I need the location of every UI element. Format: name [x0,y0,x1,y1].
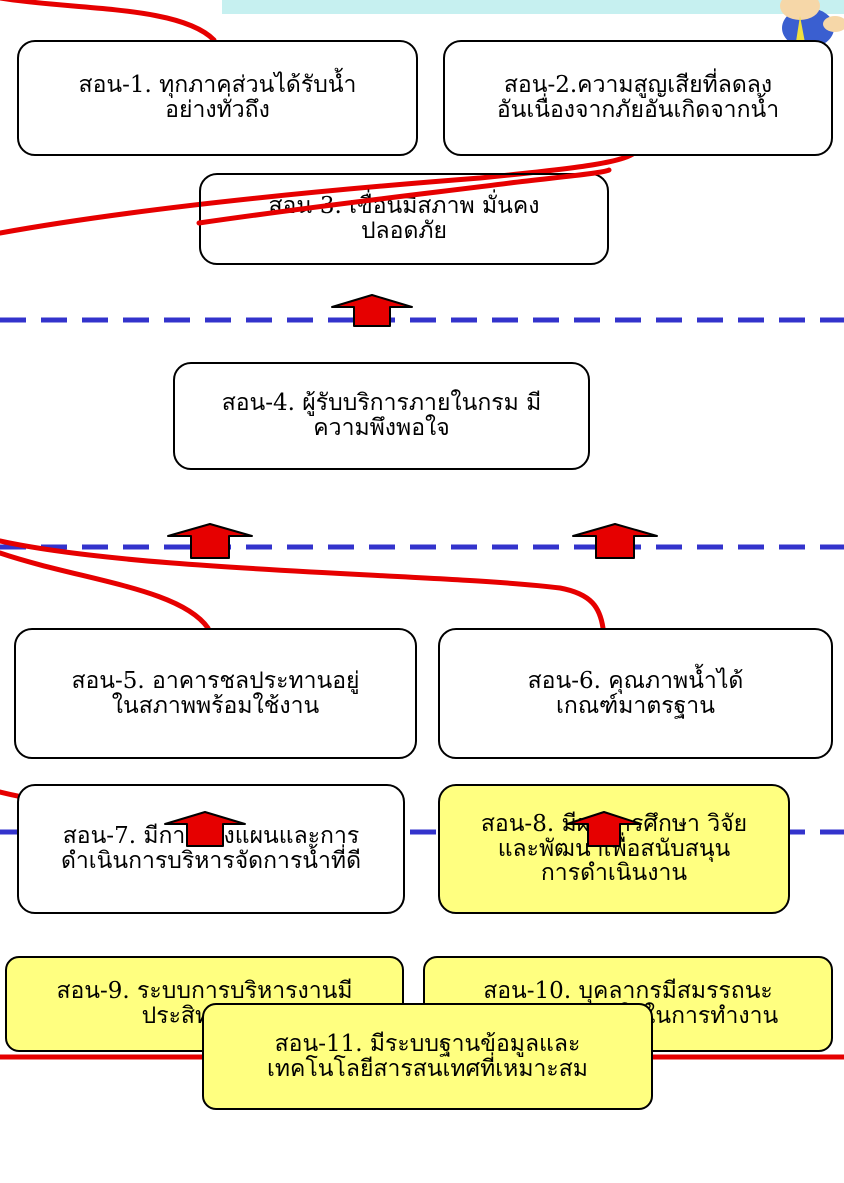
objective-o11-line1: สอน-11. มีระบบฐานข้อมูลและ [274,1030,581,1057]
objective-o7-line1: สอน-7. มีการวางแผนและการ [62,823,360,850]
top-banner [222,0,844,14]
objective-o8-line1: สอน-8. มีผลการศึกษา วิจัย [480,810,748,837]
objective-box-o11: สอน-11. มีระบบฐานข้อมูลและเทคโนโลยีสารสน… [202,1003,653,1110]
objective-box-o5: สอน-5. อาคารชลประทานอยู่ในสภาพพร้อมใช้งา… [14,628,417,759]
objective-o4-line1: สอน-4. ผู้รับบริการภายในกรม มี [221,390,542,417]
objective-o1-line2: อย่างทั่วถึง [165,97,270,123]
objective-box-o7: สอน-7. มีการวางแผนและการดำเนินการบริหารจ… [17,784,405,914]
flow-line-to-o6 [0,538,606,631]
objective-o11-line2: เทคโนโลยีสารสนเทศที่เหมาะสม [267,1055,588,1082]
objective-box-o8: สอน-8. มีผลการศึกษา วิจัยและพัฒนาเพื่อสน… [438,784,790,914]
objective-o6-line2: เกณฑ์มาตรฐาน [556,692,715,719]
objective-o6-line1: สอน-6. คุณภาพน้ำได้ [527,667,744,694]
objective-o10-line1: สอน-10. บุคลากรมีสมรรถนะ [483,978,773,1005]
objective-o2-line2: อันเนื่องจากภัยอันเกิดจากน้ำ [496,97,780,123]
objective-o1-line1: สอน-1. ทุกภาคส่วนได้รับน้ำ [78,72,357,99]
objective-box-o3: สอน-3. เขื่อนมีสภาพ มั่นคงปลอดภัย [199,173,609,265]
objective-box-o4: สอน-4. ผู้รับบริการภายในกรม มีความพึงพอใ… [173,362,590,470]
objective-o4-line2: ความพึงพอใจ [313,415,450,441]
objective-box-o2: สอน-2.ความสูญเสียที่ลดลงอันเนื่องจากภัยอ… [443,40,833,156]
objective-o9-line1: สอน-9. ระบบการบริหารงานมี [56,978,353,1005]
objective-o3-line2: ปลอดภัย [360,218,448,244]
objective-box-o1: สอน-1. ทุกภาคส่วนได้รับน้ำอย่างทั่วถึง [17,40,418,156]
objective-o2-line1: สอน-2.ความสูญเสียที่ลดลง [503,72,773,99]
flow-line-to-o5 [0,550,211,631]
objective-o3-line1: สอน-3. เขื่อนมีสภาพ มั่นคง [268,193,540,220]
objective-o5-line2: ในสภาพพร้อมใช้งาน [111,692,320,719]
objective-o5-line1: สอน-5. อาคารชลประทานอยู่ [71,667,360,694]
objective-o8-line2: และพัฒนาเพื่อสนับสนุน [497,835,731,862]
mascot-figure [780,0,844,48]
flow-line-to-o1 [0,0,217,43]
objective-box-o6: สอน-6. คุณภาพน้ำได้เกณฑ์มาตรฐาน [438,628,833,759]
objective-o8-line3: การดำเนินงาน [540,860,688,887]
objective-o7-line2: ดำเนินการบริหารจัดการน้ำที่ดี [60,848,362,874]
